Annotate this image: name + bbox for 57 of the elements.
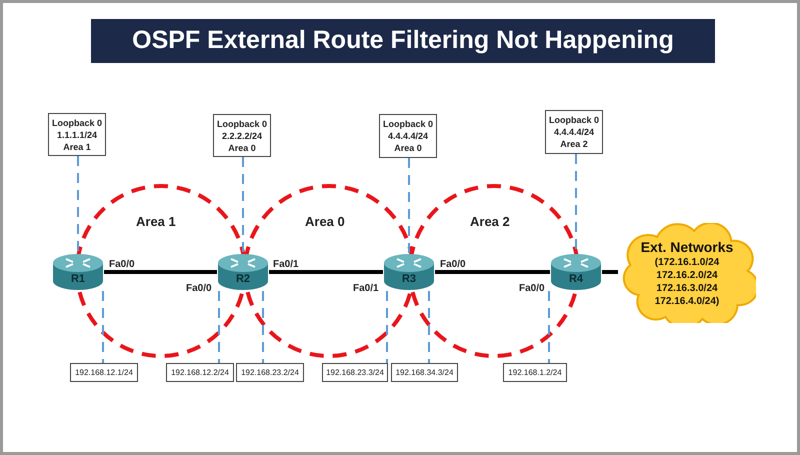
loopback-text: Area 1 — [63, 140, 91, 152]
network-link — [435, 270, 550, 274]
area-label: Area 2 — [470, 213, 510, 231]
ip-address: 192.168.12.2/24 — [171, 366, 229, 378]
ip-address-box — [166, 363, 234, 382]
ip-address-box — [322, 363, 388, 382]
router-label: R1 — [70, 272, 86, 286]
dashed-link — [77, 156, 79, 253]
loopback-box — [545, 110, 603, 154]
loopback-box — [48, 113, 106, 156]
ip-address: 192.168.23.3/24 — [326, 366, 384, 378]
loopback-text: 4.4.4.4/24 — [554, 126, 594, 138]
loopback-text: Loopback 0 — [548, 114, 599, 126]
loopback-box — [379, 114, 437, 158]
network-link — [269, 270, 383, 274]
loopback-box — [213, 114, 271, 157]
loopback-text: Loopback 0 — [216, 118, 267, 130]
interface-label: Fa0/0 — [519, 282, 545, 296]
ip-address-box — [70, 363, 138, 382]
dashed-link — [408, 158, 410, 253]
area-label: Area 1 — [136, 213, 176, 231]
ip-address: 192.168.34.3/24 — [396, 366, 454, 378]
router-label: R3 — [402, 272, 416, 286]
dashed-link — [548, 291, 550, 363]
ip-address: 192.168.1.2/24 — [508, 366, 562, 378]
interface-label: Fa0/0 — [440, 258, 466, 272]
interface-label: Fa0/0 — [186, 282, 212, 296]
ip-address-box — [236, 363, 304, 382]
loopback-text: 1.1.1.1/24 — [56, 128, 98, 140]
loopback-text: Area 0 — [394, 142, 422, 154]
cloud-network-list: (172.16.1.0/24 172.16.2.0/24 172.16.3.0/24 172.16.4.0/24) — [645, 256, 729, 308]
interface-label: Fa0/0 — [109, 258, 135, 272]
loopback-text: Loopback 0 — [382, 118, 433, 130]
ip-address-box — [503, 363, 567, 382]
ip-address: 192.168.12.1/24 — [75, 366, 133, 378]
network-link — [602, 270, 618, 274]
dashed-link — [102, 291, 104, 363]
dashed-link — [386, 291, 388, 363]
router-label: R4 — [568, 272, 584, 286]
ip-address-box — [391, 363, 458, 382]
ip-address: 192.168.23.2/24 — [241, 366, 299, 378]
title: OSPF External Route Filtering Not Happening — [132, 25, 674, 56]
loopback-text: Area 0 — [228, 142, 256, 154]
network-link — [104, 270, 217, 274]
interface-label: Fa0/1 — [353, 282, 379, 296]
dashed-link — [242, 157, 244, 253]
dashed-link — [262, 291, 264, 363]
cloud-heading: Ext. Networks — [640, 238, 734, 256]
dashed-link — [428, 291, 430, 363]
area-label: Area 0 — [305, 213, 345, 231]
router-label: R2 — [236, 272, 250, 286]
loopback-text: 4.4.4.4/24 — [388, 130, 428, 142]
loopback-text: Area 2 — [560, 138, 588, 150]
loopback-text: 2.2.2.2/24 — [222, 130, 262, 142]
interface-label: Fa0/1 — [273, 258, 299, 272]
dashed-link — [218, 291, 220, 363]
loopback-text: Loopback 0 — [52, 116, 102, 128]
